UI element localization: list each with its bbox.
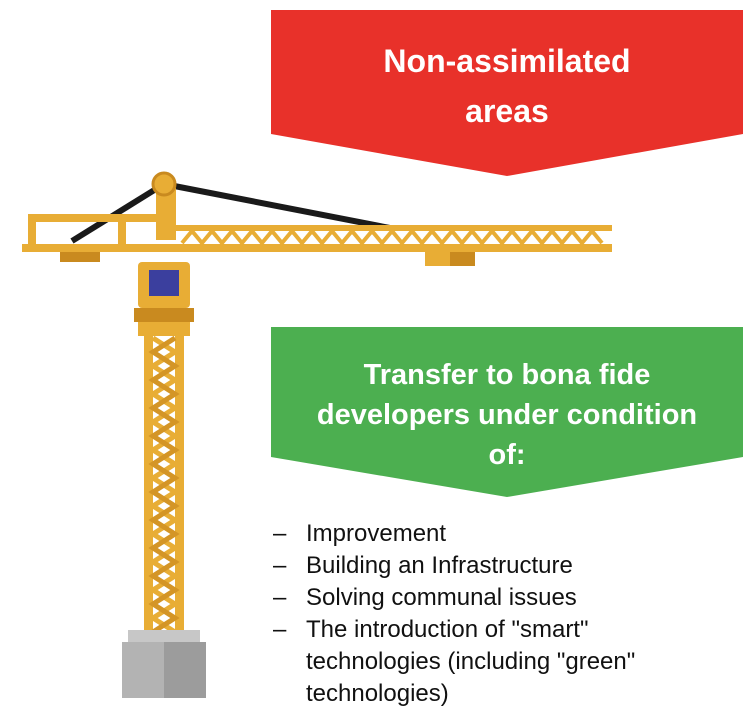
list-item-text: Building an Infrastructure	[306, 552, 573, 579]
dash-bullet: –	[273, 520, 287, 547]
dash-bullet: –	[273, 616, 287, 643]
list-item: – Solving communal issues	[273, 582, 635, 614]
transfer-condition-callout: Transfer to bona fide developers under c…	[271, 327, 743, 497]
non-assimilated-areas-callout: Non-assimilated areas	[271, 10, 743, 176]
list-item: – The introduction of "smart" technologi…	[273, 614, 635, 710]
list-item: – Improvement	[273, 518, 635, 550]
list-item-text: technologies (including "green"	[306, 648, 636, 675]
callout-title-line: Non-assimilated	[383, 43, 631, 79]
callout-title: Non-assimilated areas	[271, 36, 743, 136]
callout-title-line: of:	[488, 439, 526, 471]
dash-bullet: –	[273, 584, 287, 611]
list-item: – Building an Infrastructure	[273, 550, 635, 582]
red-arrow-shape	[271, 10, 743, 176]
callout-title-line: Transfer to bona fide	[363, 359, 651, 391]
dash-bullet: –	[273, 552, 287, 579]
callout-title-line: developers under condition	[316, 399, 698, 431]
list-item-text: Solving communal issues	[306, 584, 577, 611]
list-item-text: Improvement	[306, 520, 447, 547]
callout-title-line: areas	[465, 93, 549, 129]
callout-title: Transfer to bona fide developers under c…	[271, 355, 743, 475]
list-item-text: The introduction of "smart"	[306, 616, 589, 643]
list-item-text: technologies)	[306, 680, 449, 707]
conditions-list: – Improvement – Building an Infrastructu…	[273, 518, 635, 710]
green-arrow-shape	[271, 327, 743, 497]
